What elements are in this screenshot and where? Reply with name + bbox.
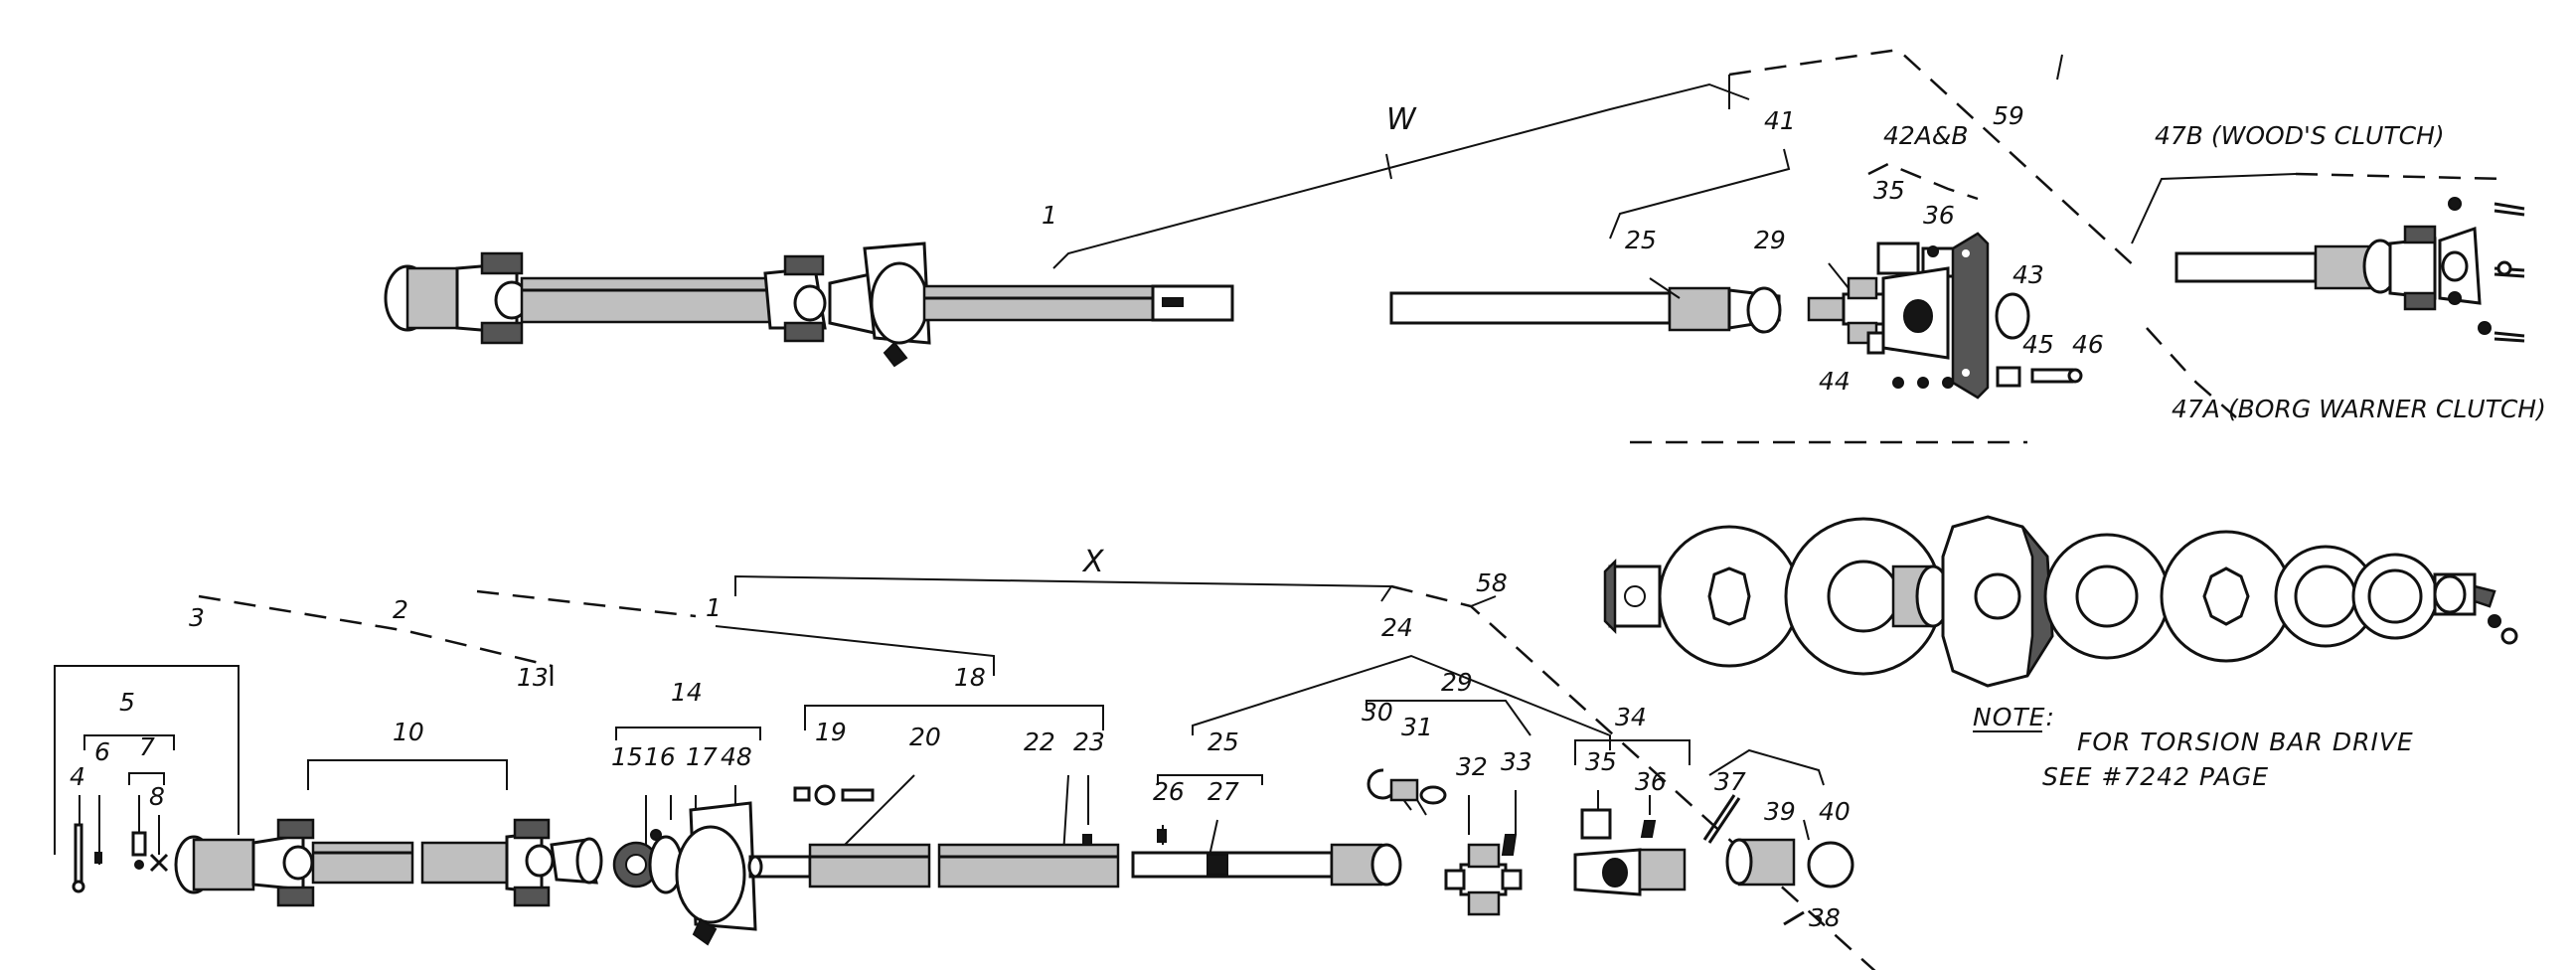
label-6: 6 bbox=[94, 737, 110, 766]
label-25: 25 bbox=[1208, 728, 1239, 756]
label-33: 33 bbox=[1501, 747, 1532, 776]
note-line-2: SEE #7242 PAGE bbox=[2042, 762, 2269, 791]
label-2: 2 bbox=[393, 595, 408, 624]
label-29-top: 29 bbox=[1754, 226, 1786, 254]
label-24: 24 bbox=[1381, 613, 1413, 642]
label-59: 59 bbox=[1993, 101, 2024, 130]
label-41: 41 bbox=[1764, 106, 1796, 135]
labels-bottom: X 58 3 2 13 1 18 24 5 4 6 7 8 10 14 15 1… bbox=[70, 545, 1851, 932]
label-22: 22 bbox=[1024, 728, 1055, 756]
lock-ring-43 bbox=[1995, 292, 2030, 340]
label-58: 58 bbox=[1476, 568, 1508, 597]
note-line-1: FOR TORSION BAR DRIVE bbox=[2077, 728, 2414, 756]
sleeve-39 bbox=[1725, 838, 1796, 887]
label-36-top: 36 bbox=[1923, 201, 1955, 230]
label-48: 48 bbox=[721, 742, 752, 771]
clutch-assembly-47b bbox=[2174, 197, 2525, 343]
bolt-46 bbox=[2030, 368, 2083, 384]
universal-cross-29 bbox=[1367, 768, 1523, 916]
label-30: 30 bbox=[1362, 698, 1393, 727]
label-27: 27 bbox=[1208, 777, 1239, 806]
label-17: 17 bbox=[686, 742, 718, 771]
slip-yoke-34 bbox=[1573, 808, 1687, 896]
label-37: 37 bbox=[1714, 767, 1746, 796]
label-40: 40 bbox=[1819, 797, 1851, 826]
bushing-45 bbox=[1996, 366, 2021, 388]
top-assembly bbox=[384, 48, 2525, 688]
label-14: 14 bbox=[671, 678, 703, 707]
label-47b: 47B (WOOD'S CLUTCH) bbox=[2155, 121, 2445, 150]
label-35: 35 bbox=[1585, 747, 1617, 776]
slip-shaft-25 bbox=[1131, 829, 1402, 887]
label-7: 7 bbox=[139, 732, 155, 761]
label-3: 3 bbox=[189, 603, 205, 632]
clutch-assembly-47a bbox=[1603, 515, 2518, 688]
note-heading: NOTE: bbox=[1973, 703, 2055, 731]
label-25-top: 25 bbox=[1625, 226, 1657, 254]
label-26: 26 bbox=[1153, 777, 1185, 806]
label-46: 46 bbox=[2072, 330, 2104, 359]
label-43: 43 bbox=[2012, 260, 2044, 289]
label-38: 38 bbox=[1809, 903, 1841, 932]
label-20: 20 bbox=[909, 723, 941, 751]
label-16: 16 bbox=[644, 742, 676, 771]
drive-shaft-top bbox=[384, 242, 1234, 368]
label-15: 15 bbox=[611, 742, 643, 771]
label-31: 31 bbox=[1401, 713, 1433, 741]
spring-37 bbox=[1702, 794, 1741, 844]
label-29: 29 bbox=[1441, 668, 1473, 697]
label-44: 44 bbox=[1819, 367, 1851, 396]
note-block: NOTE: FOR TORSION BAR DRIVE SEE #7242 PA… bbox=[1973, 703, 2414, 791]
grease-fitting-7 bbox=[131, 831, 147, 870]
washer-40 bbox=[1807, 841, 1854, 889]
label-42ab: 42A&B bbox=[1883, 121, 1969, 150]
label-19: 19 bbox=[815, 718, 847, 746]
label-10: 10 bbox=[393, 718, 424, 746]
slip-shaft-top bbox=[1389, 277, 1782, 334]
label-36: 36 bbox=[1635, 767, 1667, 796]
flange-yoke-top bbox=[1866, 232, 1990, 400]
clip-8 bbox=[149, 853, 169, 873]
key-6 bbox=[94, 852, 102, 864]
labels-top: W 41 42A&B 59 47B (WOOD'S CLUTCH) 47A (B… bbox=[1042, 101, 2546, 423]
label-32: 32 bbox=[1456, 752, 1488, 781]
bolt-washer-19 bbox=[793, 784, 875, 806]
label-23: 23 bbox=[1073, 728, 1105, 756]
label-34: 34 bbox=[1615, 703, 1647, 731]
label-39: 39 bbox=[1764, 797, 1796, 826]
label-4: 4 bbox=[70, 762, 85, 791]
label-18: 18 bbox=[954, 663, 986, 692]
bottom-assembly bbox=[54, 574, 1876, 970]
propeller-shaft-x bbox=[747, 834, 1120, 889]
label-w: W bbox=[1386, 102, 1417, 137]
label-5: 5 bbox=[119, 688, 135, 717]
label-x: X bbox=[1081, 545, 1105, 579]
label-1: 1 bbox=[706, 593, 722, 622]
pin-4 bbox=[72, 823, 85, 893]
label-13: 13 bbox=[517, 663, 549, 692]
label-45: 45 bbox=[2022, 330, 2054, 359]
label-1-top: 1 bbox=[1042, 201, 1057, 230]
center-bearing-14 bbox=[612, 801, 757, 946]
label-8: 8 bbox=[149, 782, 165, 811]
label-35-top: 35 bbox=[1873, 176, 1905, 205]
label-47a: 47A (BORG WARNER CLUTCH) bbox=[2172, 395, 2546, 423]
pin-38 bbox=[1783, 910, 1805, 926]
front-drive-shaft bbox=[174, 818, 603, 907]
